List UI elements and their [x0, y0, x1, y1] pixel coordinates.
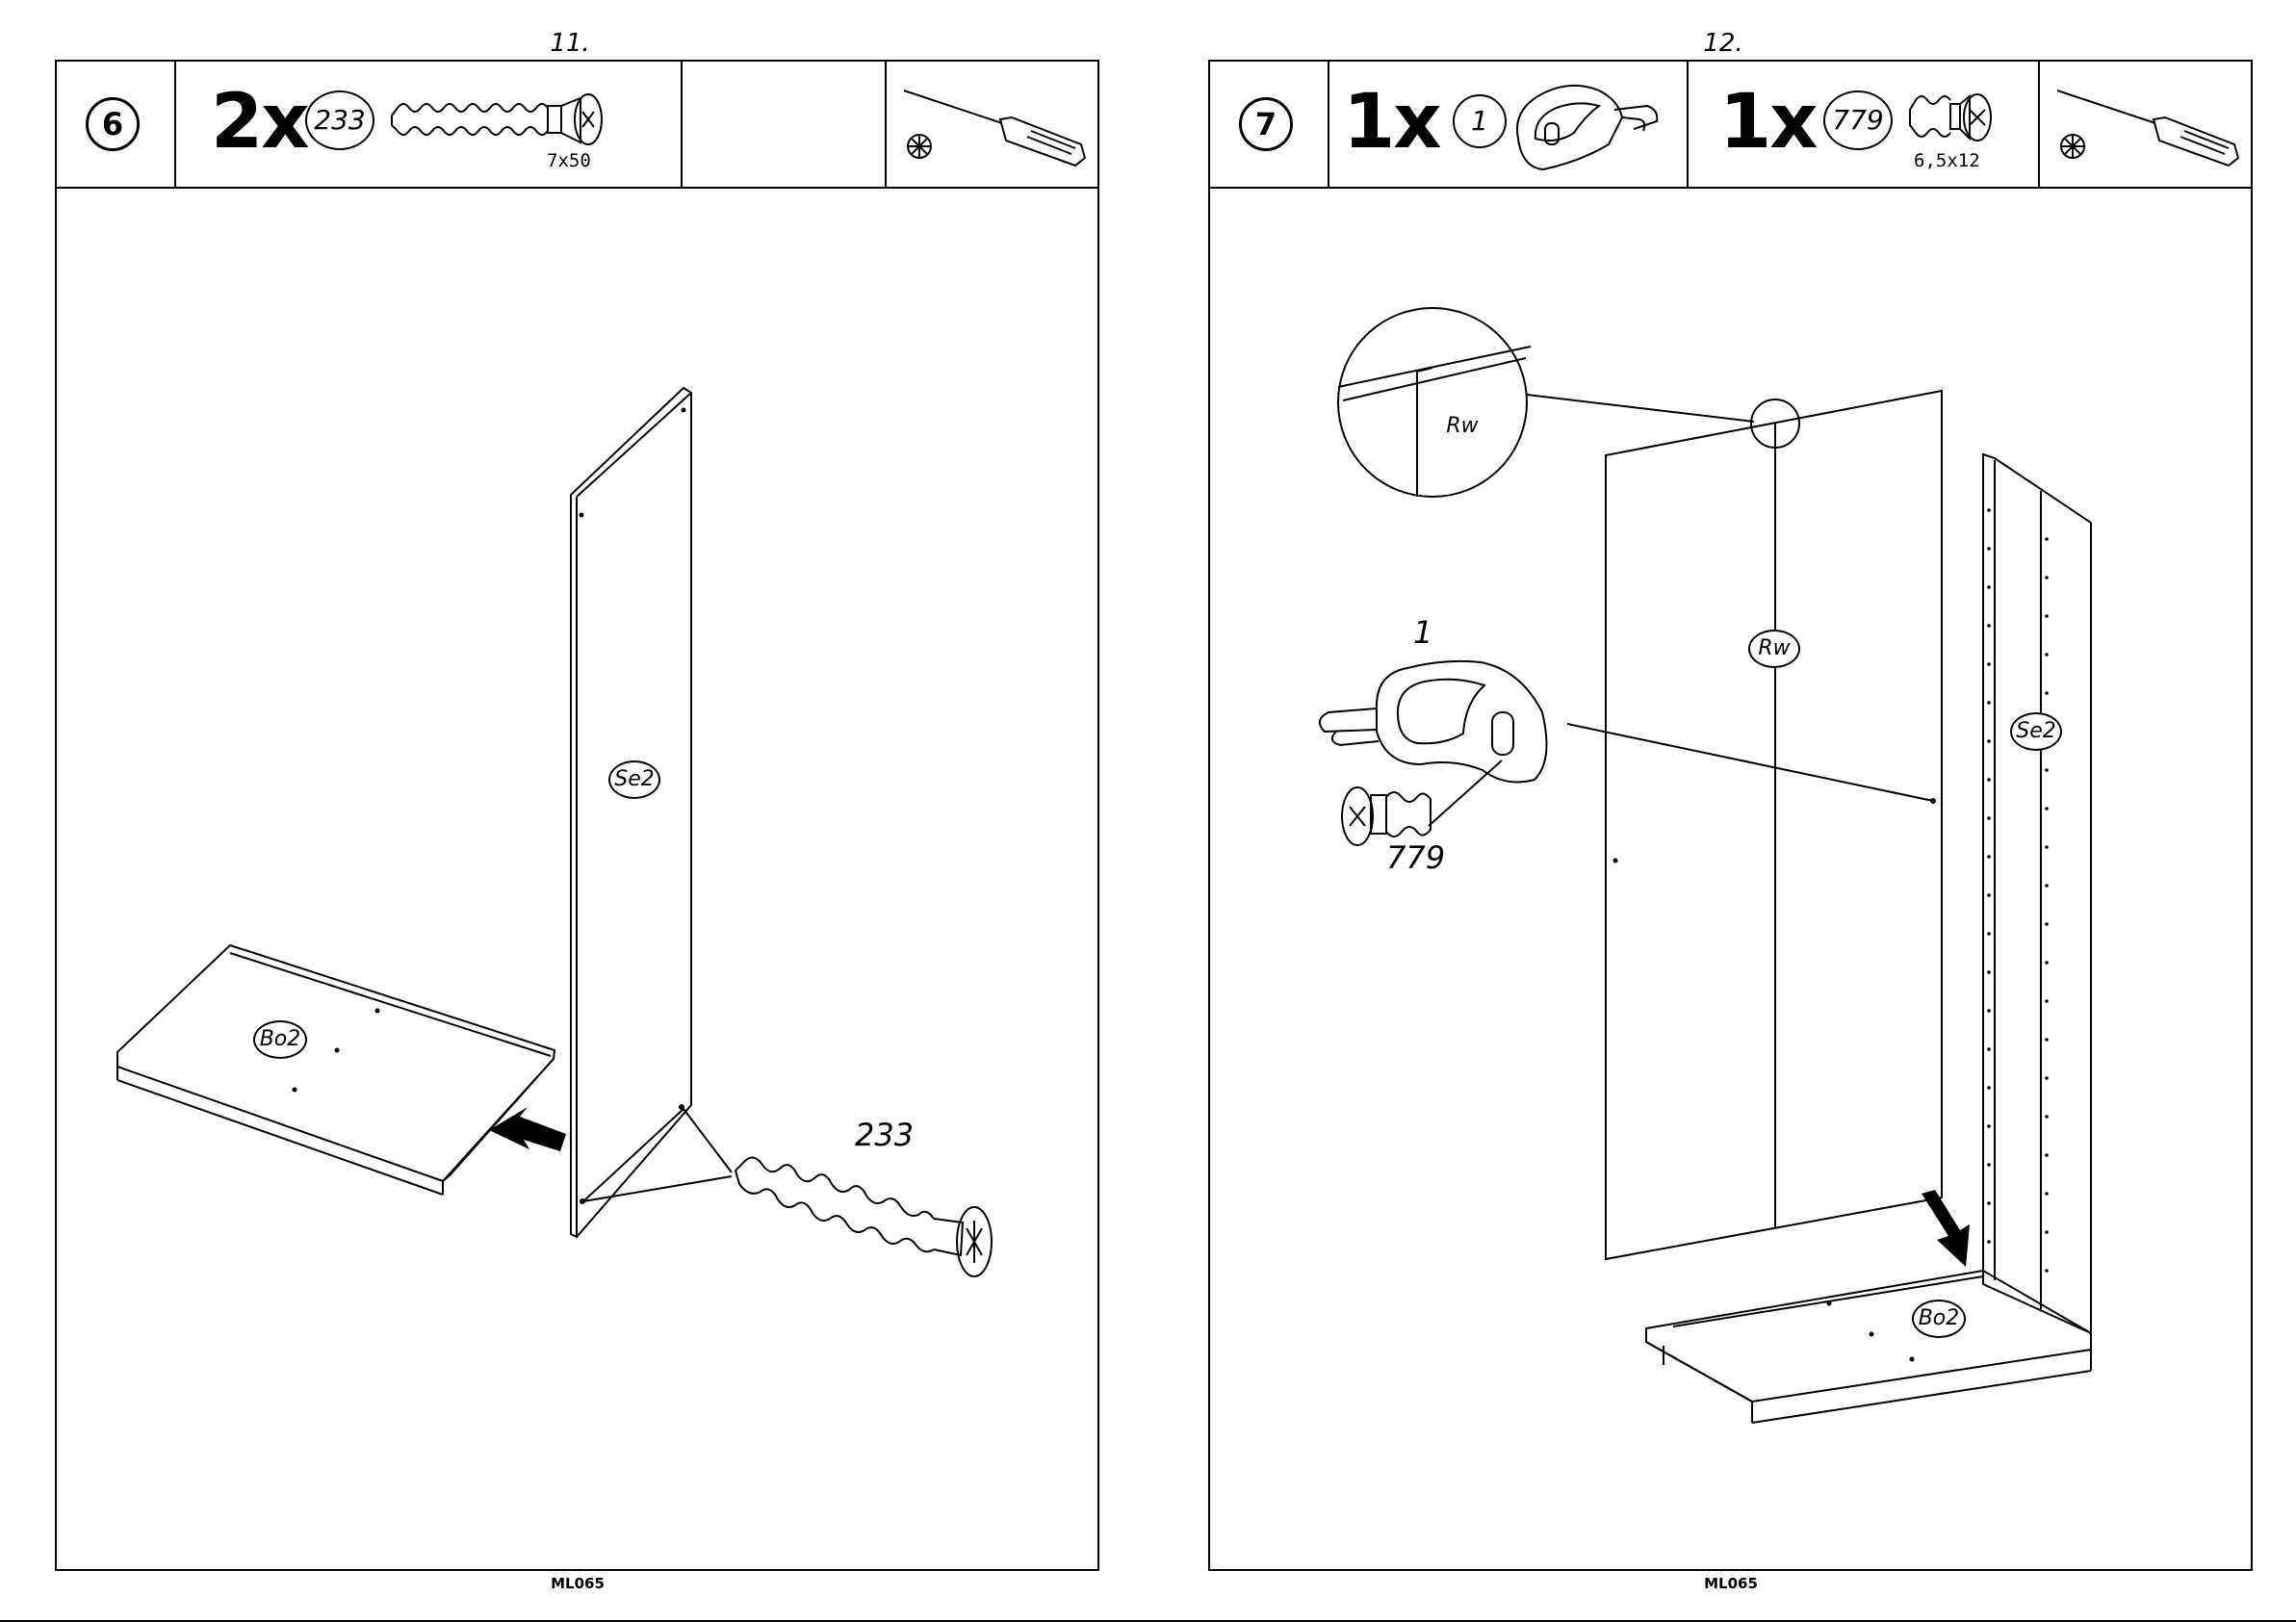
shelf-hole-rows [1987, 508, 2049, 1273]
part-callout-779: 779 [1386, 839, 1445, 876]
arrow-icon [1922, 1190, 1970, 1267]
part-callout-1: 1 [1413, 614, 1432, 651]
panel-label-side: Se2 [2010, 712, 2062, 751]
panel-label-back: Rw [1748, 630, 1800, 668]
footer-code-right: ML065 [1683, 1575, 1779, 1592]
detail-label: Rw [1440, 412, 1484, 445]
panel-label-base: Bo2 [1912, 1300, 1966, 1338]
